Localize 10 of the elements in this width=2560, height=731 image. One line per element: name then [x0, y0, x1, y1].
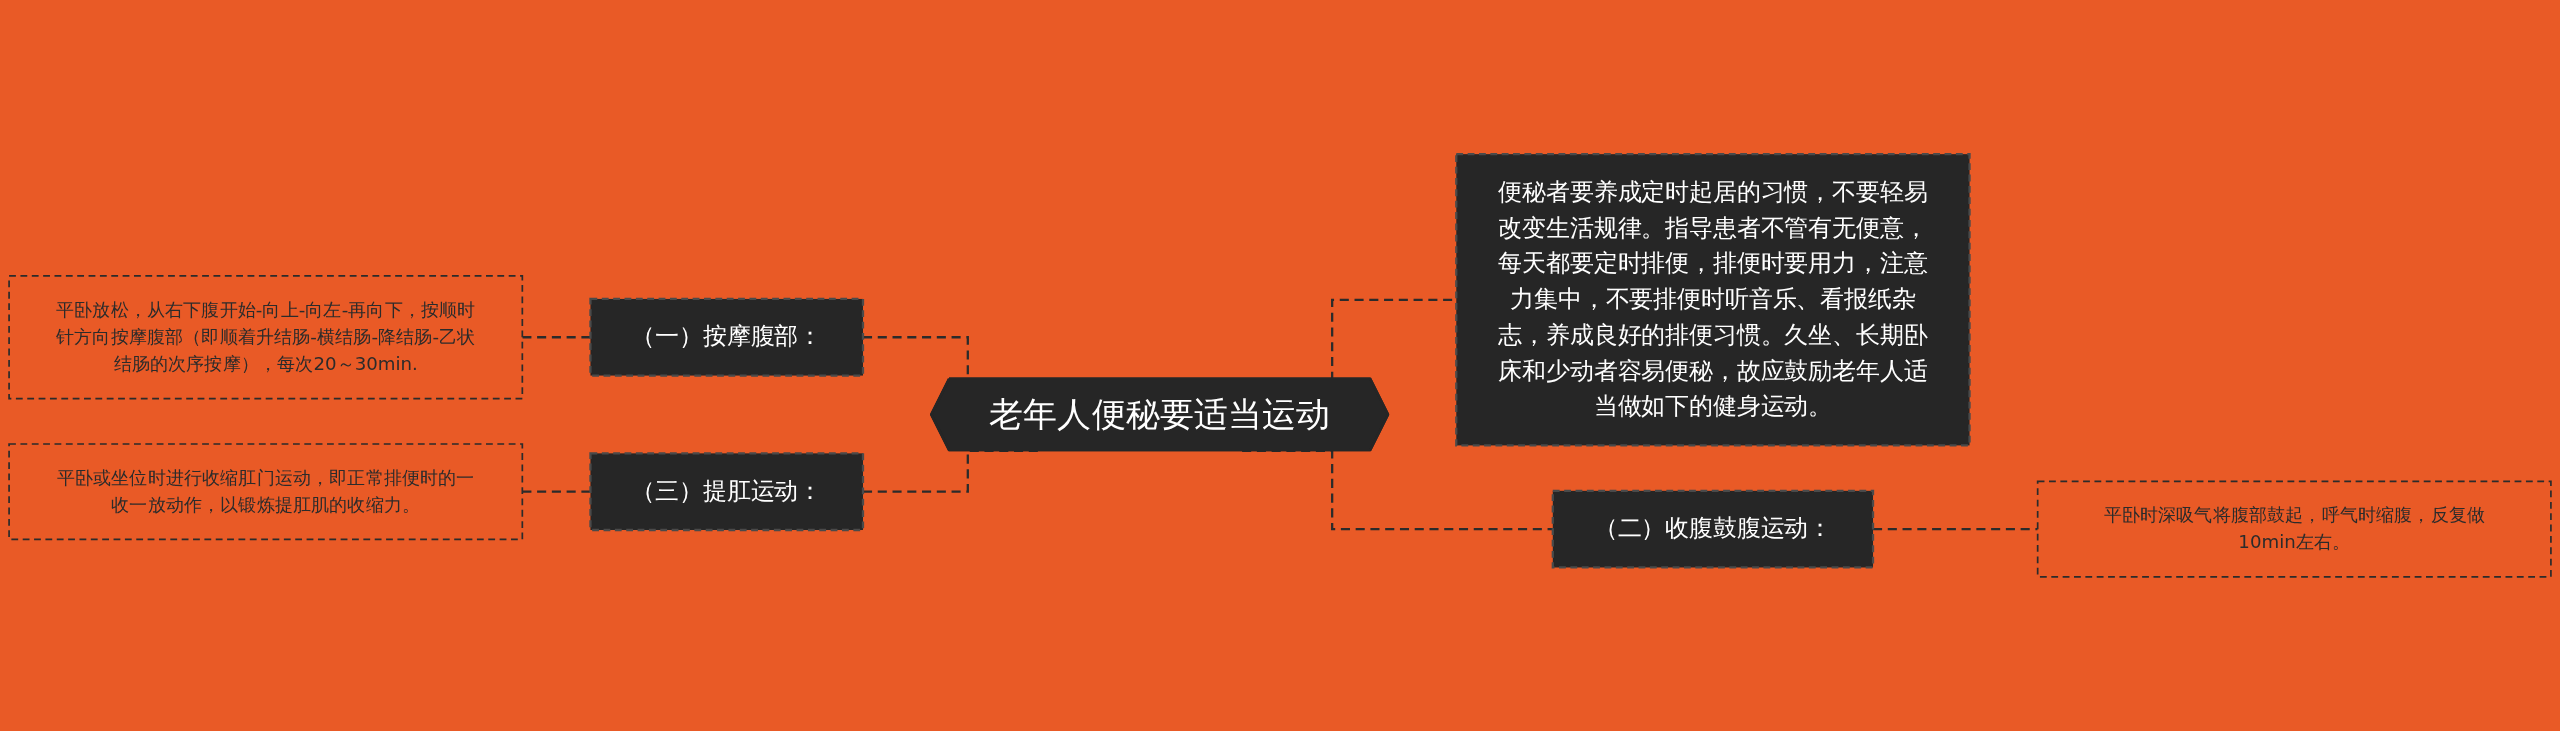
- node-box: （二）收腹鼓腹运动：: [1551, 489, 1875, 569]
- connector: [522, 336, 591, 339]
- node-box: 便秘者要养成定时起居的习惯，不要轻易改变生活规律。指导患者不管有无便意，每天都要定时排便，排便时要用力，注意力集中，不要排便时听音乐、看报纸杂志，养成良好的排便习惯。久坐、长期卧床和少动者容易便秘，故应鼓励老年人适当做如下的健身运动。: [1455, 153, 1971, 447]
- node-box: 平卧时深吸气将腹部鼓起，呼气时缩腹，反复做10min左右。: [2036, 480, 2552, 578]
- node-box: 平卧或坐位时进行收缩肛门运动，即正常排便时的一收一放动作，以锻炼提肛肌的收缩力。: [8, 443, 524, 541]
- node-box: （三）提肛运动：: [589, 452, 865, 532]
- node-box: （一）按摩腹部：: [589, 297, 865, 377]
- connector: [522, 490, 591, 493]
- connector: [1873, 528, 2038, 531]
- node-box: 平卧放松，从右下腹开始-向上-向左-再向下，按顺时针方向按摩腹部（即顺着升结肠-横结肠-降结肠-乙状结肠的次序按摩），每次20～30min.: [8, 275, 524, 400]
